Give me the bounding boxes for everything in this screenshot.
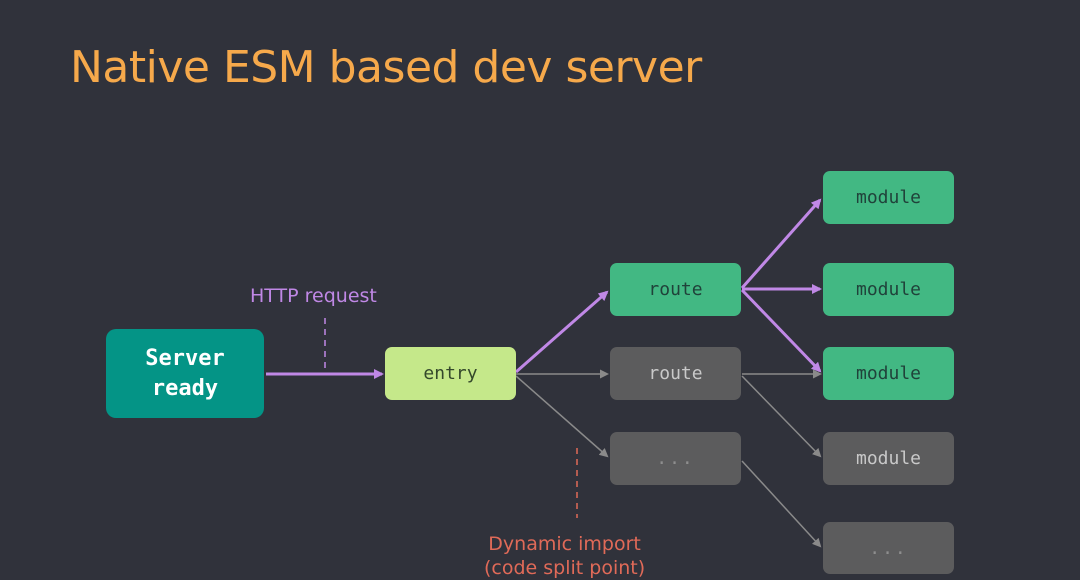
module-node-3: module <box>823 347 954 400</box>
module-node-1: module <box>823 171 954 224</box>
entry-node: entry <box>385 347 516 400</box>
module-node-4: module <box>823 432 954 485</box>
arrow-route-to-module-1 <box>740 198 822 289</box>
route-node-ellipsis: ... <box>610 432 741 485</box>
server-ready-node: Server ready <box>106 329 264 418</box>
arrow-route-ellipsis-to-module-ellipsis <box>741 460 822 548</box>
route-node-active: route <box>610 263 741 316</box>
dynamic-import-label: Dynamic import (code split point) <box>484 533 646 579</box>
module-node-2: module <box>823 263 954 316</box>
module-node-ellipsis: ... <box>823 522 954 574</box>
arrow-entry-to-route-ellipsis <box>515 375 609 458</box>
route-node-inactive: route <box>610 347 741 400</box>
arrow-entry-to-route-active <box>515 290 609 374</box>
arrow-route-inactive-to-module-4 <box>741 375 822 458</box>
page-title: Native ESM based dev server <box>70 42 702 93</box>
http-request-label: HTTP request <box>250 285 377 307</box>
arrow-route-to-module-3 <box>740 288 822 373</box>
